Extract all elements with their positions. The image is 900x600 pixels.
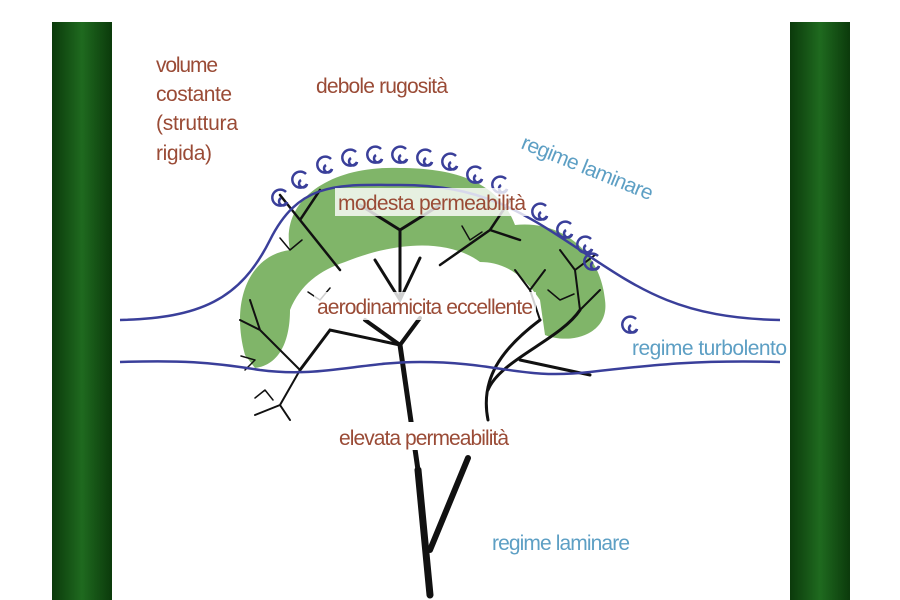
label-laminar-top: regime laminare: [518, 131, 656, 205]
label-bg: [336, 422, 512, 450]
eddy-icon: [391, 145, 409, 164]
label-laminar-bottom: regime laminare: [492, 532, 630, 555]
label-aerodynamics: aerodinamicita eccellente: [317, 296, 533, 319]
right-green-border: [790, 22, 850, 600]
eddy-icon: [531, 202, 549, 221]
eddy-icon: [416, 148, 434, 167]
left-green-border: [52, 22, 112, 600]
label-volume-line1: volume: [156, 54, 218, 77]
canopy: [240, 167, 606, 368]
label-roughness: debole rugosità: [316, 75, 448, 98]
eddy-icon: [583, 252, 601, 271]
label-volume-line4: rigida): [156, 142, 212, 165]
eddy-icon: [291, 170, 309, 189]
eddy-icon: [316, 155, 334, 174]
outer-flow-line: [119, 183, 781, 322]
eddy-icon: [576, 235, 594, 254]
eddy-icon: [466, 165, 484, 184]
eddy-icon: [366, 145, 384, 164]
label-volume: volume costante (struttura rigida): [156, 54, 238, 165]
eddy-icon: [441, 152, 459, 171]
label-modest-permeability: modesta permeabilità: [338, 192, 526, 215]
label-bg: [314, 292, 536, 320]
airflow-lines: [119, 183, 781, 376]
eddy-icon: [271, 188, 289, 207]
inner-flow-line: [119, 360, 781, 376]
label-bg: [335, 188, 530, 216]
label-volume-line3: (struttura: [156, 112, 238, 135]
label-turbulent: regime turbolento: [632, 337, 787, 360]
label-volume-line2: costante: [156, 83, 232, 106]
eddy-icon: [341, 148, 359, 167]
eddy-icon: [556, 220, 574, 239]
eddy-icon: [621, 315, 639, 334]
label-high-permeability: elevata permeabilità: [339, 427, 509, 450]
